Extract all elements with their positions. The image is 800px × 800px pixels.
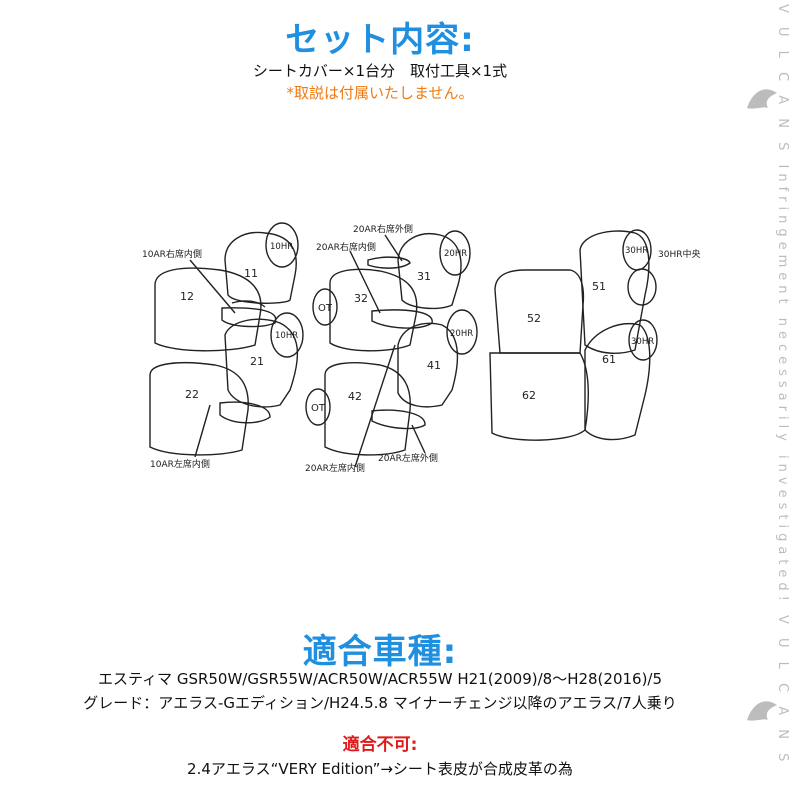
diagram-text: 10AR右席内側 10AR左席内側 20AR右席外側 20AR右席内側 20AR… (142, 223, 700, 474)
watermark-dragon-icon-bottom (747, 701, 777, 721)
part-31: 31 (417, 270, 431, 283)
part-51: 51 (592, 280, 606, 293)
part-ot-b: OT (311, 403, 326, 414)
label-30hr-center: 30HR中央 (658, 248, 700, 260)
part-52: 52 (527, 312, 541, 325)
headrest-20hr-b-shape (446, 309, 478, 355)
part-22: 22 (185, 388, 199, 401)
part-20hr-a: 20HR (444, 249, 467, 259)
set-contents-note: *取説は付属いたしません。 (286, 84, 474, 102)
watermark-dragon-icon-top (747, 89, 777, 109)
pointer-10ar-l-in (194, 404, 211, 458)
outer-trim-a-shape (312, 288, 338, 326)
headrest-10hr-a-shape (265, 222, 299, 268)
pointer-20ar-r-out (384, 234, 403, 262)
pointer-20ar-l-out (411, 424, 426, 454)
seat-part-51-shape (579, 230, 650, 354)
label-20ar-r-in: 20AR右席内側 (316, 241, 376, 253)
seat-part-62-shape (489, 352, 589, 441)
label-20ar-l-in: 20AR左席内側 (305, 462, 365, 474)
seat-group-30 (489, 229, 658, 441)
seat-part-11-shape (224, 231, 297, 304)
part-41: 41 (427, 359, 441, 372)
seat-part-12-shape (154, 267, 262, 352)
label-10ar-l-in: 10AR左席内側 (150, 458, 210, 470)
not-fit-title: 適合不可: (342, 735, 418, 755)
part-12: 12 (180, 290, 194, 303)
seat-part-22-shape (149, 362, 249, 456)
set-contents-title: セット内容: (285, 20, 475, 60)
seat-part-41-shape (397, 322, 459, 408)
part-62: 62 (522, 389, 536, 402)
headrest-30hr-center-shape (627, 268, 657, 306)
fitment-title: 適合車種: (302, 632, 458, 672)
headrest-10hr-b-shape (270, 312, 304, 358)
label-10ar-r-in: 10AR右席内側 (142, 248, 202, 260)
seat-part-42-shape (324, 362, 411, 456)
side-watermark: V U L C A N S Infringement necessarily i… (775, 4, 790, 767)
armrest-d-shape (371, 309, 433, 329)
armrest-b-shape (231, 300, 266, 308)
part-ot-a: OT (318, 303, 333, 314)
pointer-20ar-r-in (349, 250, 381, 314)
seat-diagram: 10AR右席内側 10AR左席内側 20AR右席外側 20AR右席内側 20AR… (142, 222, 700, 474)
pointer-20ar-l-in (354, 344, 396, 468)
armrest-e-shape (367, 256, 411, 269)
seat-part-31-shape (397, 233, 462, 310)
headrest-20hr-a-shape (439, 230, 471, 276)
seat-group-10ar (149, 222, 304, 458)
fitment-line-model: エスティマ GSR50W/GSR55W/ACR50W/ACR55W H21(20… (97, 670, 663, 688)
part-42: 42 (348, 390, 362, 403)
pointer-10ar-r-in (189, 259, 236, 314)
fitment-line-grade: グレード：アエラス-Gエディション/H24.5.8 マイナーチェンジ以降のアエラ… (83, 694, 677, 712)
label-20ar-l-out: 20AR左席外側 (378, 452, 438, 464)
armrest-c-shape (219, 401, 271, 424)
part-30hr-b: 30HR (631, 337, 654, 347)
part-20hr-b: 20HR (450, 329, 473, 339)
part-10hr-b: 10HR (275, 331, 298, 341)
part-30hr-a: 30HR (625, 246, 648, 256)
part-21: 21 (250, 355, 264, 368)
armrest-a-shape (221, 307, 277, 328)
armrest-f-shape (371, 409, 426, 430)
headrest-30hr-b-shape (628, 319, 658, 361)
part-11: 11 (244, 267, 258, 280)
not-fit-line: 2.4アエラス“VERY Edition”→シート表皮が合成皮革の為 (187, 760, 573, 778)
part-10hr-a: 10HR (270, 242, 293, 252)
seat-part-32-shape (329, 268, 418, 352)
set-contents-line: シートカバー×1台分 取付工具×1式 (252, 62, 508, 80)
part-61: 61 (602, 353, 616, 366)
part-32: 32 (354, 292, 368, 305)
label-20ar-r-out: 20AR右席外側 (353, 223, 413, 235)
outer-trim-b-shape (305, 388, 331, 426)
seat-group-20ar (305, 230, 478, 468)
